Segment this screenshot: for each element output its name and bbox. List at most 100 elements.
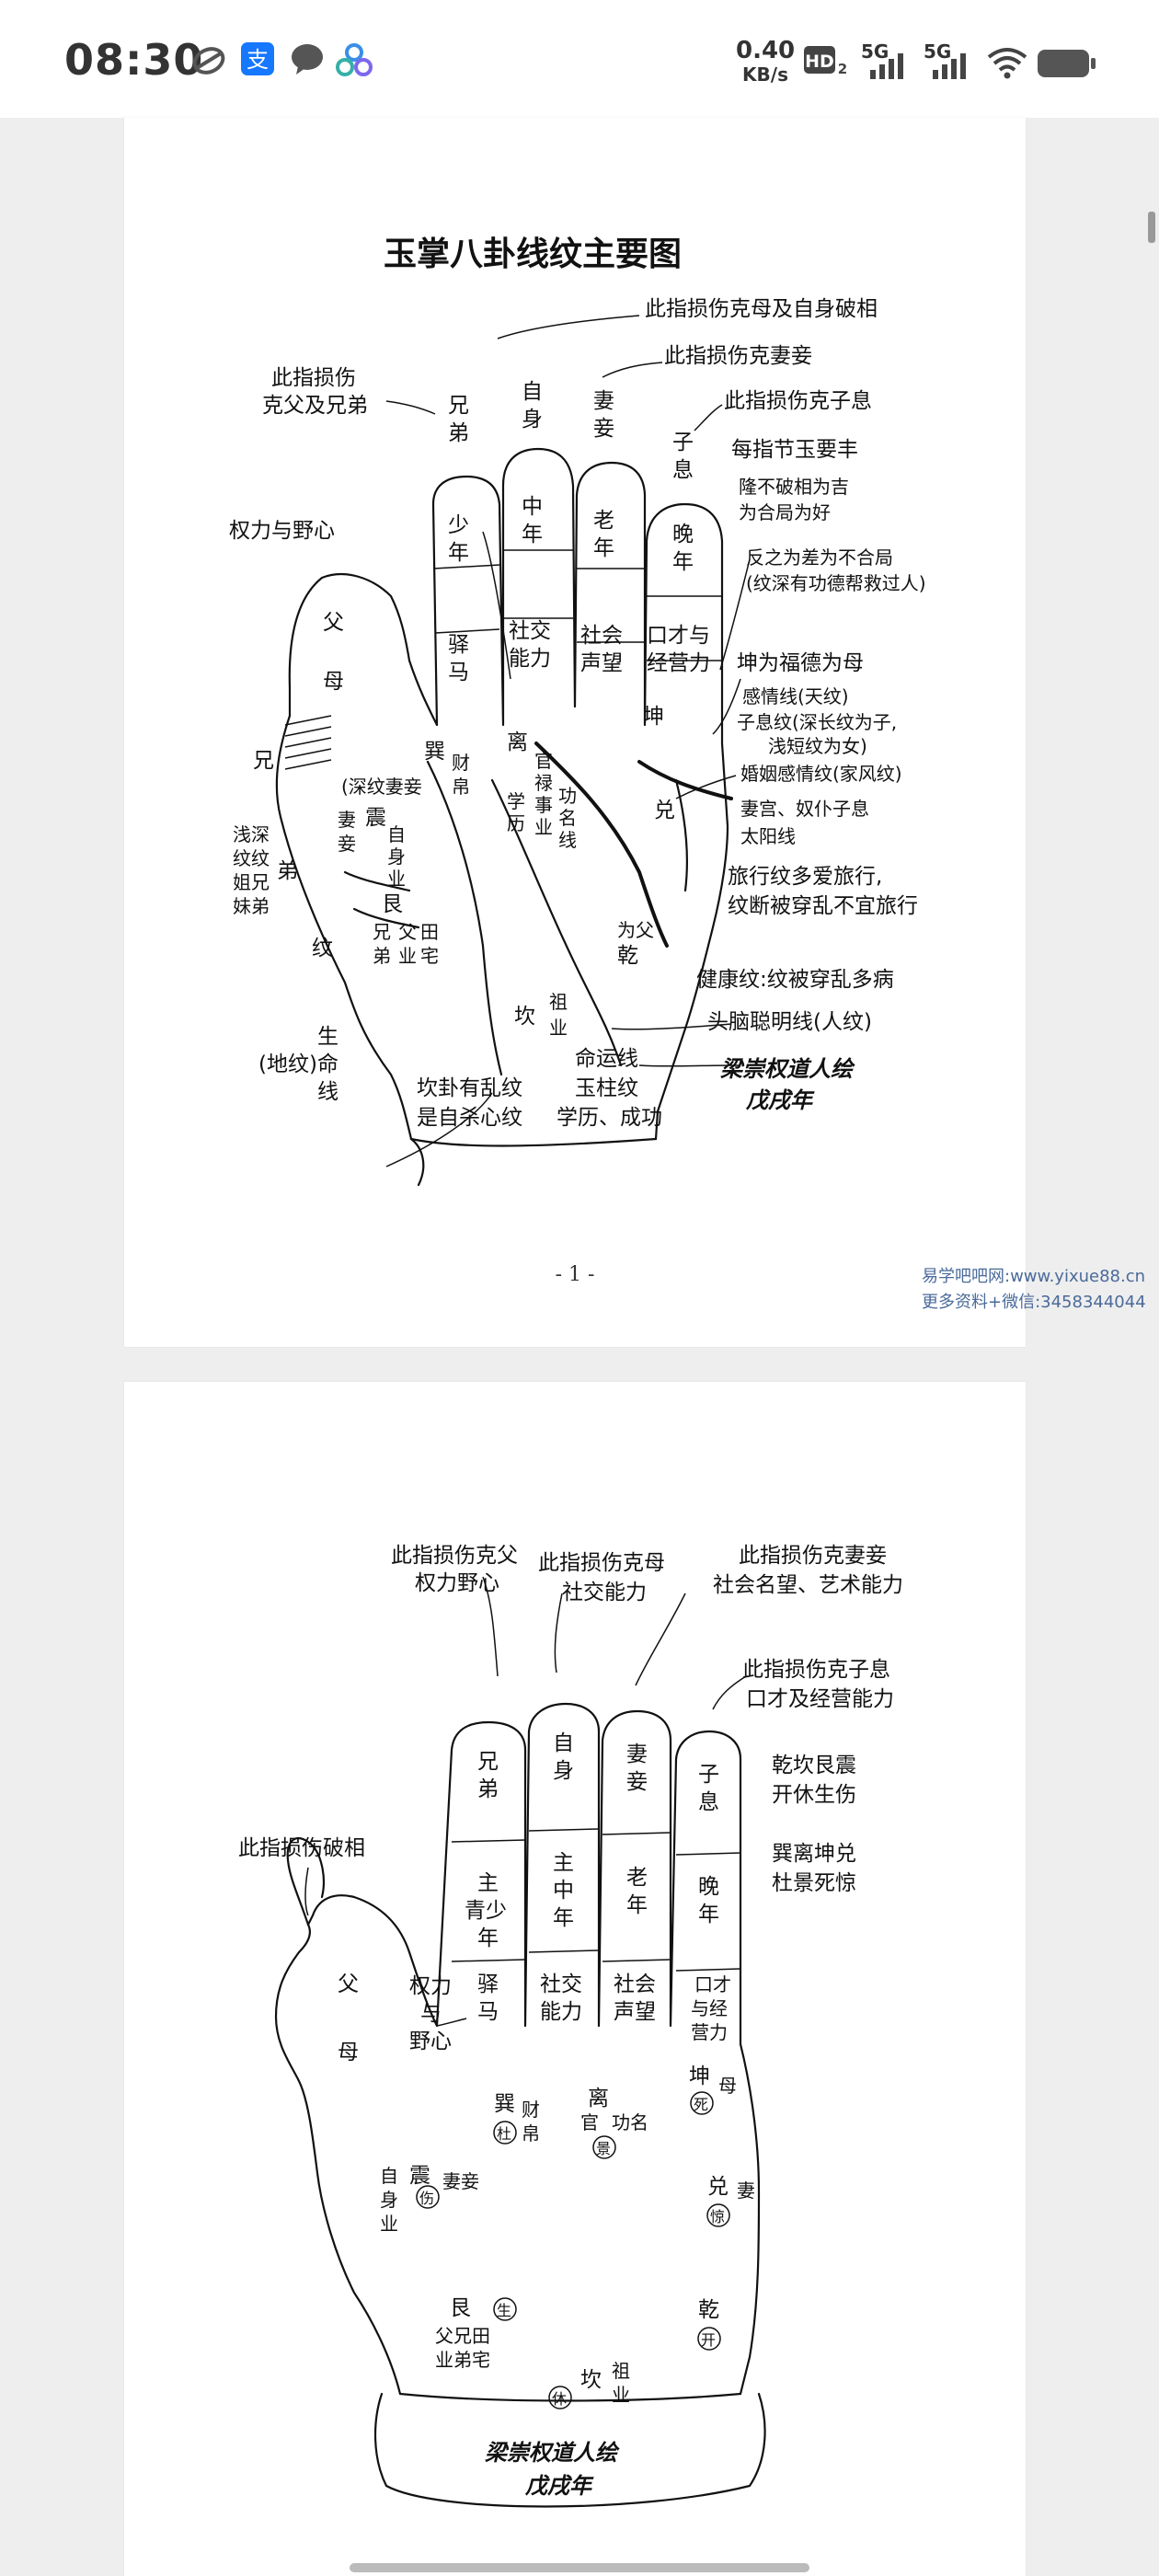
label-li-g: 功 — [558, 785, 577, 807]
label-kun-note: 坤为福德为母 — [737, 651, 864, 675]
label-zhen-b: 妾 — [338, 833, 356, 855]
arrow-11 — [385, 1092, 493, 1167]
p2-xun: 巽 — [494, 2092, 515, 2116]
label-child-line-1: 子息纹(深长纹为子, — [737, 711, 897, 733]
label-heart-line: 感情线(天纹) — [742, 685, 849, 707]
p2-power-3: 野心 — [409, 2030, 452, 2053]
label-head-line: 头脑聪明线(人纹) — [707, 1010, 872, 1034]
f4-c: 晚 — [672, 523, 694, 546]
hand-outline-1 — [275, 447, 729, 1141]
p2-xiu-circle — [548, 2386, 572, 2409]
document-page-2: 此指损伤克父 权力野心 此指损伤克母 社交能力 此指损伤克妻妾 社会名望、艺术能… — [124, 1382, 1026, 2576]
label-zhen-e: 业 — [387, 868, 406, 890]
scrollbar-thumb[interactable] — [1148, 212, 1155, 243]
arrow-3 — [694, 404, 723, 431]
arrow-5 — [482, 531, 511, 680]
f4-b: 息 — [672, 458, 694, 482]
f1-d: 年 — [448, 541, 469, 565]
fate-line-1 — [490, 778, 623, 1067]
label-xun-b: 帛 — [452, 776, 470, 798]
p2-thumb-fu: 父 — [338, 1972, 359, 1996]
label-zhen-a: 妻 — [338, 809, 356, 831]
label-gen-b: 父 — [398, 921, 417, 943]
arrow2-6 — [436, 2018, 467, 2027]
arrow-7 — [712, 678, 741, 735]
home-indicator[interactable] — [350, 2563, 809, 2572]
net-speed-unit: KB/s — [742, 63, 788, 86]
heart-line-1 — [637, 760, 733, 800]
label-zhen-d: 身 — [387, 845, 406, 868]
p2-sheng: 生 — [497, 2302, 511, 2319]
arrow-2 — [602, 362, 663, 378]
net-speed: 0.40 KB/s — [736, 39, 795, 86]
p2-kai: 开 — [701, 2331, 716, 2349]
joint-1b — [434, 628, 500, 634]
p2-n1-2: 权力野心 — [415, 1571, 499, 1595]
label-ancestor-2: 业 — [549, 1017, 568, 1039]
p2-n4-2: 口才及经营能力 — [746, 1687, 894, 1711]
signal-1-icon — [870, 53, 903, 79]
arrow-4 — [385, 400, 436, 415]
thumb-tip-2 — [286, 1837, 325, 1926]
wrist-line-2 — [398, 2392, 742, 2402]
svg-text:支: 支 — [247, 47, 269, 73]
f3-b: 妾 — [593, 417, 614, 441]
watermark-line-2: 更多资料+微信:3458344044 — [922, 1293, 1146, 1312]
p2-zhen-c: 身 — [380, 2189, 398, 2211]
joint2-1b — [451, 1959, 526, 1962]
label-life-2: 命 — [317, 1052, 339, 1076]
arrow-8 — [675, 775, 737, 799]
p2-kun: 坤 — [689, 2064, 710, 2088]
p2-dui-a: 妻 — [737, 2179, 755, 2202]
wrist-left-1 — [409, 1137, 425, 1187]
label-left-note-2: 克父及兄弟 — [262, 394, 368, 418]
hd-icon: HD 2 — [804, 46, 847, 77]
thumb-hatch — [284, 715, 332, 770]
p2-gate-2: 开休生伤 — [772, 1783, 856, 1807]
p2-n3-2: 社会名望、艺术能力 — [713, 1573, 903, 1597]
p2-power-1: 权力 — [409, 1974, 452, 1998]
p2-si: 死 — [694, 2096, 708, 2113]
alipay-icon: 支 — [241, 42, 274, 75]
head-line-1 — [534, 742, 669, 948]
f4-d: 年 — [672, 550, 694, 574]
p2-f4-a: 子 — [698, 1763, 719, 1787]
p2-f4-d: 年 — [698, 1903, 719, 1926]
sun-line-1 — [674, 778, 689, 892]
wrist-band-2 — [373, 2392, 766, 2508]
f2-f: 能力 — [509, 647, 551, 671]
p2-gate-1: 乾坎艮震 — [772, 1754, 856, 1777]
p2-n5: 此指损伤破相 — [238, 1836, 365, 1860]
p2-thumb-mu: 母 — [338, 2041, 359, 2064]
p2-jing: 景 — [596, 2140, 611, 2157]
label-xun: 巽 — [424, 740, 445, 764]
label-sib-3: 姐兄 — [233, 871, 270, 893]
diagram-title: 玉掌八卦线纹主要图 — [384, 236, 682, 273]
label-zhen: 震 — [365, 806, 386, 830]
label-fate-2: 玉柱纹 — [575, 1076, 638, 1100]
p2-sheng-circle — [493, 2297, 517, 2321]
label-sib-2: 纹纹 — [233, 847, 270, 869]
label-xun-a: 财 — [452, 752, 470, 774]
f1-f: 马 — [448, 661, 469, 684]
joint2-4a — [675, 1852, 741, 1856]
p2-f2-c: 主 — [553, 1851, 574, 1875]
p2-zhen-b: 自 — [380, 2165, 398, 2187]
p2-zhen: 震 — [409, 2164, 430, 2188]
p2-kan-a: 祖 — [612, 2360, 630, 2382]
p2-zhen-d: 业 — [380, 2213, 398, 2235]
p2-kai-circle — [697, 2327, 721, 2351]
label-sun-line: 太阳线 — [740, 825, 796, 847]
f1-e: 驿 — [448, 633, 469, 657]
wifi-icon — [987, 48, 1027, 79]
wrist-line-1 — [409, 1137, 658, 1147]
p2-gen: 艮 — [450, 2296, 471, 2320]
p2-f2-a: 自 — [553, 1731, 574, 1755]
arrow2-2 — [554, 1593, 563, 1673]
arrow-9 — [611, 1023, 732, 1030]
p2-n3-1: 此指损伤克妻妾 — [739, 1544, 887, 1568]
p2-f3-b: 妾 — [626, 1770, 648, 1794]
f1-c: 少 — [448, 513, 469, 537]
label-kan-note-1: 坎卦有乱纹 — [417, 1076, 522, 1100]
life-line-1 — [426, 760, 503, 1076]
